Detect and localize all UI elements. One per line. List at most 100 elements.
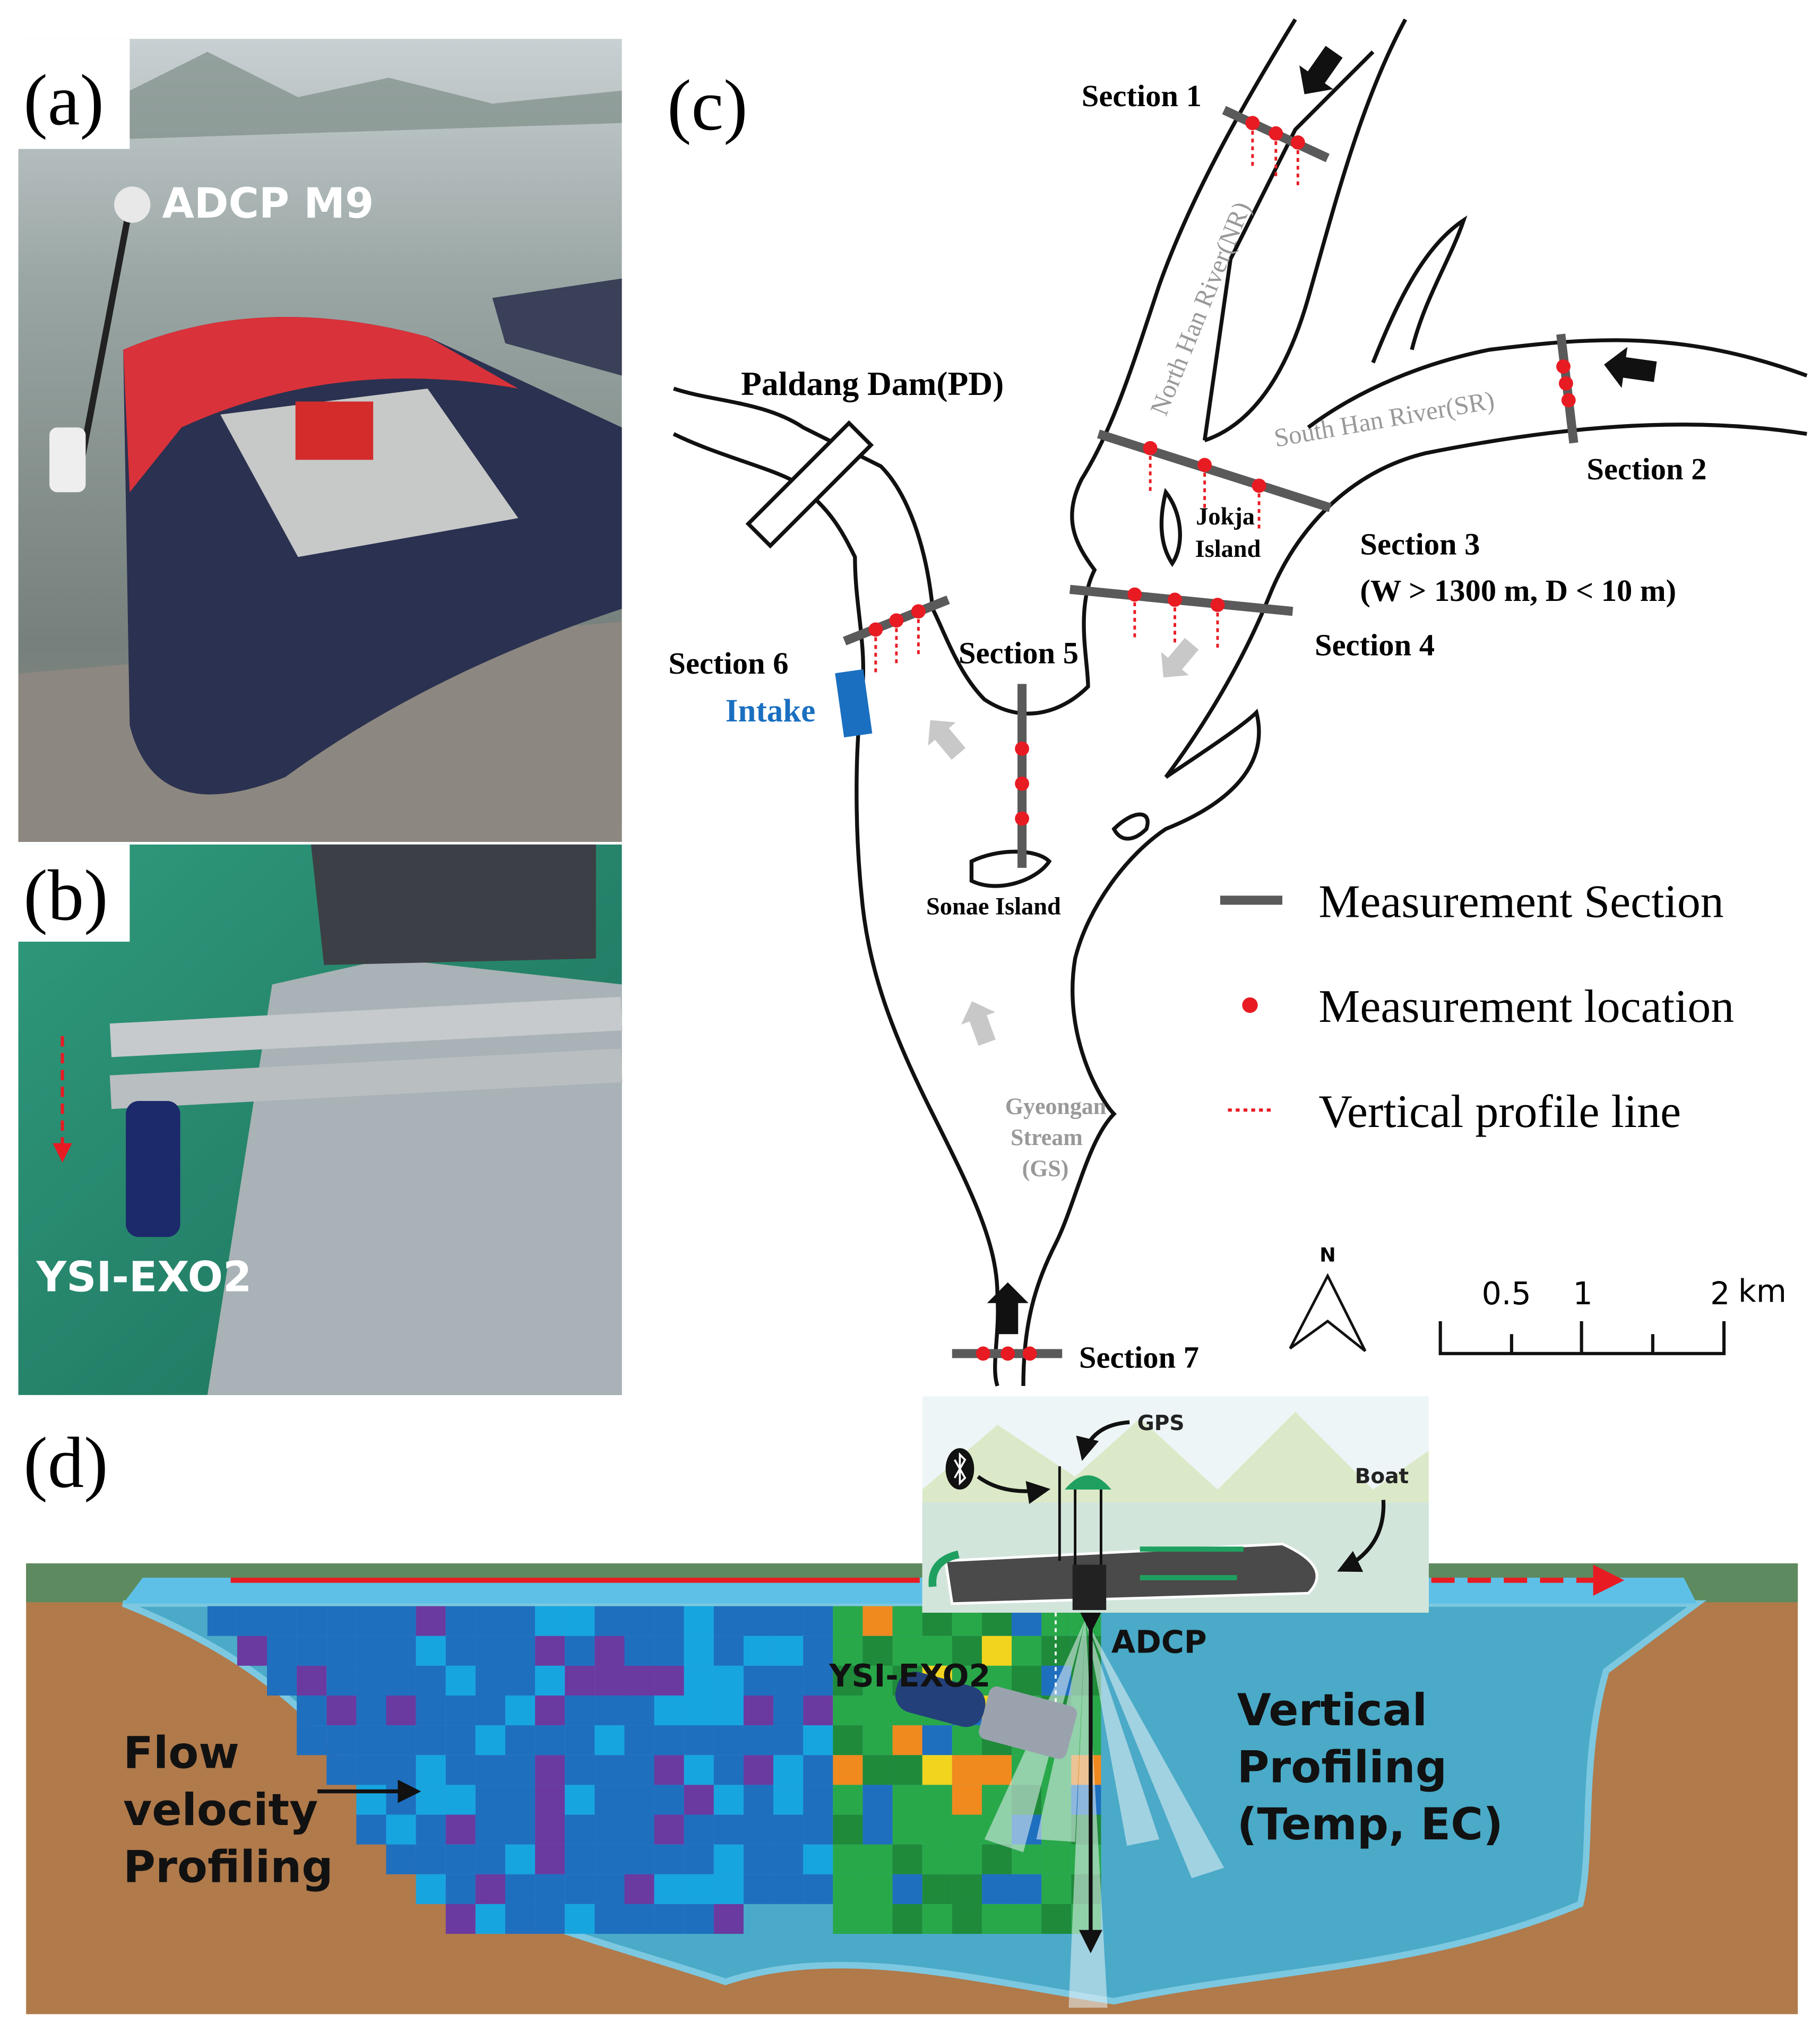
- velocity-cell: [416, 1785, 446, 1815]
- velocity-cell: [1012, 1904, 1042, 1934]
- velocity-cell: [833, 1814, 863, 1845]
- velocity-cell: [833, 1874, 863, 1904]
- velocity-cell: [565, 1755, 595, 1785]
- panel-b-label: (b): [23, 855, 108, 935]
- velocity-cell: [952, 1874, 982, 1904]
- velocity-cell: [535, 1636, 565, 1666]
- velocity-cell: [267, 1636, 297, 1666]
- boat-label: Boat: [1355, 1465, 1409, 1488]
- velocity-cell: [684, 1874, 714, 1904]
- panel-c-label: (c): [667, 65, 748, 145]
- velocity-cell: [981, 1844, 1012, 1874]
- velocity-cell: [416, 1874, 446, 1904]
- velocity-cell: [386, 1696, 416, 1726]
- velocity-cell: [981, 1755, 1012, 1785]
- velocity-cell: [594, 1785, 625, 1815]
- velocity-cell: [862, 1725, 893, 1755]
- velocity-cell: [803, 1874, 833, 1904]
- velocity-cell: [386, 1636, 416, 1666]
- measurement-location: [1558, 376, 1573, 391]
- velocity-cell: [1041, 1904, 1072, 1934]
- velocity-cell: [743, 1844, 774, 1874]
- velocity-cell: [684, 1785, 714, 1815]
- velocity-cell: [892, 1874, 922, 1904]
- velocity-cell: [535, 1606, 565, 1636]
- measurement-location: [1143, 441, 1158, 455]
- velocity-cell: [803, 1636, 833, 1666]
- measurement-location: [1015, 776, 1029, 791]
- measurement-location: [1197, 458, 1212, 472]
- velocity-cell: [743, 1785, 774, 1815]
- measurement-location: [976, 1346, 990, 1361]
- velocity-cell: [594, 1606, 625, 1636]
- velocity-cell: [386, 1755, 416, 1785]
- velocity-cell: [862, 1904, 893, 1934]
- velocity-cell: [594, 1665, 625, 1696]
- sonae-label: Sonae Island: [926, 893, 1061, 920]
- velocity-cell: [892, 1904, 922, 1934]
- velocity-cell: [892, 1636, 922, 1666]
- velocity-cell: [475, 1814, 505, 1845]
- velocity-cell: [803, 1755, 833, 1785]
- velocity-cell: [475, 1904, 505, 1934]
- velocity-cell: [475, 1844, 505, 1874]
- vertical-label-2: Profiling: [1237, 1742, 1447, 1793]
- ysi-exo2-label: YSI-EXO2: [829, 1658, 990, 1694]
- velocity-cell: [445, 1814, 476, 1845]
- flow-label-2: velocity: [123, 1784, 318, 1836]
- velocity-cell: [684, 1844, 714, 1874]
- jokja-label-2: Island: [1195, 536, 1261, 563]
- velocity-cell: [535, 1725, 565, 1755]
- section-7-label: Section 7: [1079, 1340, 1199, 1375]
- velocity-cell: [743, 1606, 774, 1636]
- velocity-cell: [535, 1665, 565, 1696]
- velocity-cell: [475, 1725, 505, 1755]
- velocity-cell: [1012, 1636, 1042, 1666]
- velocity-cell: [803, 1844, 833, 1874]
- velocity-cell: [713, 1814, 744, 1845]
- velocity-cell: [862, 1606, 893, 1636]
- velocity-cell: [445, 1785, 476, 1815]
- velocity-cell: [624, 1814, 654, 1845]
- boat-inset: GPS Boat: [922, 1396, 1429, 1613]
- velocity-cell: [922, 1904, 952, 1934]
- velocity-cell: [237, 1606, 268, 1636]
- velocity-cell: [713, 1725, 744, 1755]
- velocity-cell: [416, 1696, 446, 1726]
- velocity-cell: [773, 1814, 804, 1845]
- velocity-cell: [505, 1696, 536, 1726]
- velocity-cell: [862, 1755, 893, 1785]
- vertical-label-3: (Temp, EC): [1237, 1798, 1503, 1850]
- velocity-cell: [743, 1874, 774, 1904]
- panel-c-map: (c) Paldang Dam(PD) Intake North Han Riv…: [667, 18, 1808, 1387]
- velocity-cell: [654, 1636, 684, 1666]
- velocity-cell: [922, 1636, 952, 1666]
- measurement-location: [1127, 587, 1142, 602]
- velocity-cell: [654, 1665, 684, 1696]
- velocity-cell: [475, 1696, 505, 1726]
- measurement-location: [1210, 598, 1225, 612]
- velocity-cell: [445, 1755, 476, 1785]
- velocity-cell: [654, 1814, 684, 1845]
- adcp-label: ADCP: [1111, 1624, 1207, 1660]
- velocity-cell: [654, 1696, 684, 1726]
- panel-d-label: (d): [23, 1422, 108, 1503]
- velocity-cell: [535, 1874, 565, 1904]
- velocity-cell: [565, 1665, 595, 1696]
- velocity-cell: [654, 1606, 684, 1636]
- velocity-cell: [445, 1665, 476, 1696]
- velocity-cell: [952, 1636, 982, 1666]
- velocity-cell: [833, 1844, 863, 1874]
- velocity-cell: [594, 1844, 625, 1874]
- velocity-cell: [386, 1665, 416, 1696]
- panel-a-label: (a): [23, 59, 104, 140]
- velocity-cell: [922, 1844, 952, 1874]
- velocity-cell: [624, 1665, 654, 1696]
- velocity-cell: [475, 1874, 505, 1904]
- velocity-cell: [624, 1636, 654, 1666]
- velocity-cell: [565, 1785, 595, 1815]
- velocity-cell: [624, 1755, 654, 1785]
- velocity-cell: [565, 1814, 595, 1845]
- measurement-location: [1022, 1346, 1037, 1361]
